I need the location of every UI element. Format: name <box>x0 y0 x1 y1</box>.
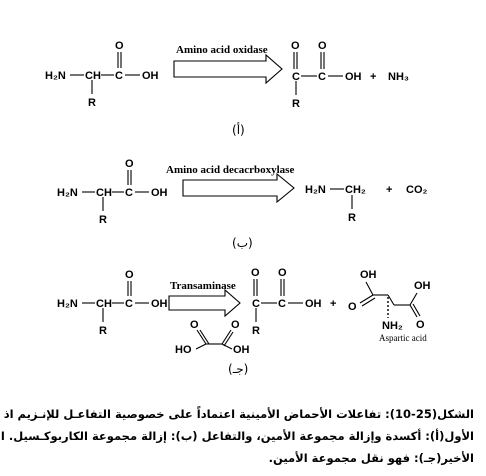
carbonyl-oxygen: O <box>125 269 134 281</box>
reactant-c: H₂N CH C O OH R <box>57 269 168 337</box>
side-chain: R <box>99 325 107 337</box>
compound-label: Aspartic acid <box>379 333 427 343</box>
side-chain: R <box>252 325 260 337</box>
panel-label-c: (جـ) <box>228 362 248 376</box>
carbonyl-oxygen: O <box>125 158 134 170</box>
alpha-carbon: CH <box>96 187 112 199</box>
plus-sign: + <box>386 184 392 196</box>
side-chain: R <box>88 97 96 109</box>
caption-line-3: الأخير(جـ): فهو نقل مجموعة الأمين. <box>268 451 474 465</box>
carbon-dioxide: CO₂ <box>406 184 428 196</box>
oxygen-1: O <box>348 301 357 313</box>
product-a: C O C O OH R <box>291 40 362 110</box>
carbonyl-oxygen: O <box>318 40 327 52</box>
carboxyl-carbon: C <box>278 298 286 310</box>
reaction-arrow: Transaminase <box>168 280 241 318</box>
alpha-carbon: CH <box>85 70 101 82</box>
reaction-arrow: Amino acid oxidase <box>173 44 283 85</box>
reaction-arrow: Amino acid decacrboxylase <box>166 164 295 204</box>
oxaloacetate-cofactor: O O OH HO <box>175 319 250 356</box>
hydroxyl-1: OH <box>360 269 377 281</box>
carboxyl-carbon: C <box>318 71 326 83</box>
reactant-a: H₂N CH C O OH R <box>45 40 159 109</box>
hydroxyl-2: OH <box>414 280 431 292</box>
oxygen-1: O <box>190 319 199 331</box>
amino-group: NH₂ <box>382 320 403 332</box>
amine-group: H₂N <box>57 298 78 310</box>
caption-line-1: الشكل(25-10): تفاعلات الأحماض الأمينية ا… <box>0 407 474 421</box>
keto-oxygen: O <box>291 40 300 52</box>
side-chain: R <box>292 98 300 110</box>
aspartic-acid: OH O NH₂ OH O Aspartic acid <box>348 269 431 343</box>
carboxyl-carbon: C <box>115 70 123 82</box>
reactant-b: H₂N CH C O OH R <box>57 158 168 226</box>
carbonyl-oxygen: O <box>115 40 124 52</box>
keto-oxygen: O <box>251 267 260 279</box>
reaction-b: H₂N CH C O OH R Amino acid decacrboxylas… <box>57 158 428 250</box>
plus-sign: + <box>370 71 376 83</box>
amine-group: H₂N <box>57 187 78 199</box>
keto-carbon: C <box>252 298 260 310</box>
carboxyl-carbon: C <box>125 187 133 199</box>
panel-label-b: (ب) <box>232 236 253 250</box>
oxygen-2: O <box>416 319 425 331</box>
product-b: H₂N CH₂ R <box>305 184 366 224</box>
figure-caption: الشكل(25-10): تفاعلات الأحماض الأمينية ا… <box>0 403 474 469</box>
methylene: CH₂ <box>345 184 366 196</box>
oxygen-2: O <box>231 319 240 331</box>
enzyme-label: Amino acid oxidase <box>176 44 268 56</box>
panel-label-a: (أ) <box>232 122 245 137</box>
reaction-c: H₂N CH C O OH R Transaminase O O OH <box>57 267 431 376</box>
hydroxyl: OH <box>305 298 322 310</box>
amine-group: H₂N <box>305 184 326 196</box>
alpha-carbon: CH <box>96 298 112 310</box>
hydroxyl: OH <box>345 71 362 83</box>
carbonyl-oxygen: O <box>278 267 287 279</box>
side-chain: R <box>348 212 356 224</box>
enzyme-label: Amino acid decacrboxylase <box>166 164 294 176</box>
hydroxyl: OH <box>142 70 159 82</box>
enzyme-label: Transaminase <box>170 280 236 292</box>
caption-line-2: الأول(أ): أكسدة وإزالة مجموعة الأمين، وا… <box>0 429 474 443</box>
plus-sign: + <box>330 298 336 310</box>
product-c: C O C O OH R <box>251 267 322 337</box>
side-chain: R <box>99 214 107 226</box>
reaction-diagram: H₂N CH C O OH R Amino acid oxidase C O C <box>45 40 431 376</box>
ammonia: NH₃ <box>388 71 409 83</box>
hydroxyl-left: HO <box>175 344 192 356</box>
carboxyl-carbon: C <box>125 298 133 310</box>
hydroxyl: OH <box>233 344 250 356</box>
amine-group: H₂N <box>45 70 66 82</box>
hydroxyl: OH <box>151 187 168 199</box>
reaction-a: H₂N CH C O OH R Amino acid oxidase C O C <box>45 40 409 137</box>
keto-carbon: C <box>292 71 300 83</box>
hydroxyl: OH <box>151 298 168 310</box>
